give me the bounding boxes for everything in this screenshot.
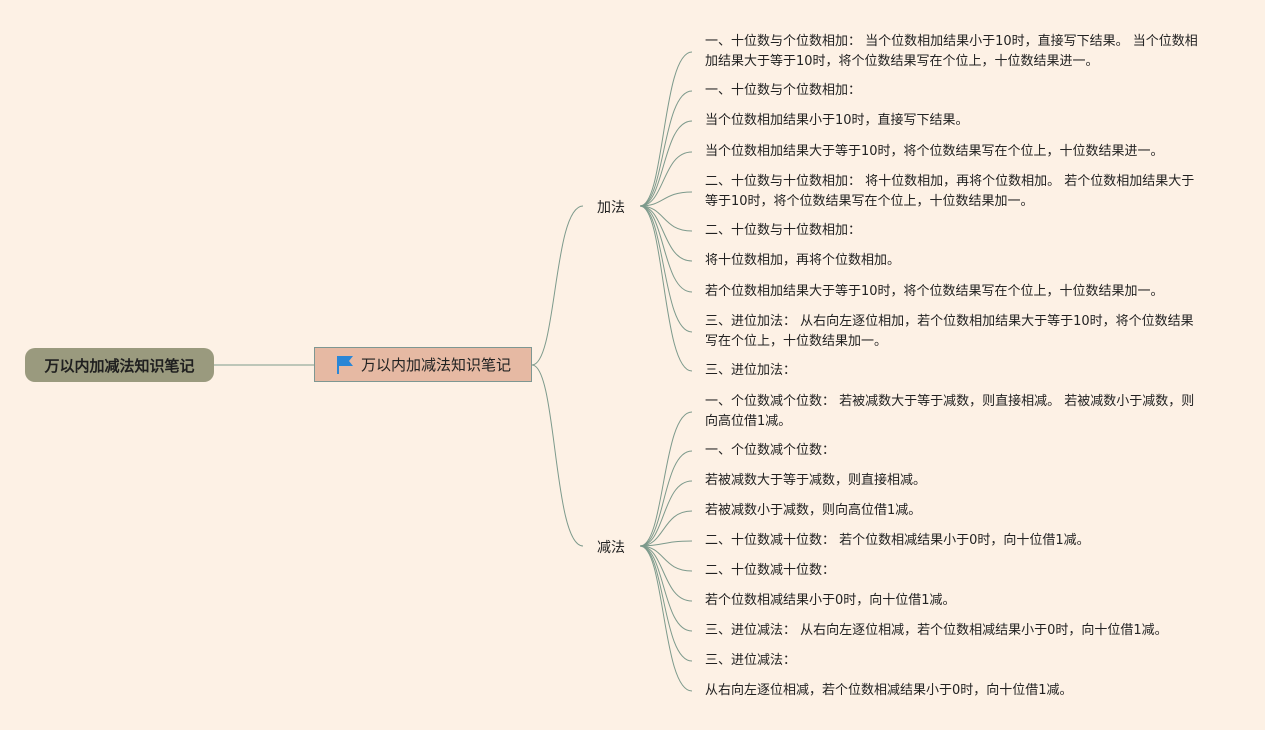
- branch-label: 加法: [597, 200, 625, 216]
- addition-leaf[interactable]: 一、十位数与个位数相加： 当个位数相加结果小于10时，直接写下结果。 当个位数相…: [705, 34, 1198, 69]
- subtraction-leaf[interactable]: 二、十位数减十位数：: [705, 563, 836, 578]
- addition-leaf[interactable]: 一、十位数与个位数相加：: [705, 83, 862, 98]
- branch-label: 减法: [597, 540, 625, 556]
- addition-leaf[interactable]: 二、十位数与十位数相加：: [705, 223, 862, 238]
- subtraction-leaf[interactable]: 一、个位数减个位数：: [705, 443, 836, 458]
- leaf-connector-line: [639, 151, 693, 207]
- leaf-connector-line: [639, 545, 693, 602]
- leaf-connector-line: [639, 120, 693, 207]
- leaf-connector-line: [639, 205, 693, 372]
- leaf-connector-line: [639, 545, 693, 692]
- subtraction-leaf[interactable]: 若个位数相减结果小于0时，向十位借1减。: [705, 593, 956, 608]
- leaf-connector-line: [639, 510, 693, 547]
- leaf-connector-line: [639, 480, 693, 547]
- root-node-label: 万以内加减法知识笔记: [44, 356, 195, 375]
- leaf-connector-line: [639, 540, 693, 547]
- leaf-connector-line: [639, 51, 693, 207]
- leaf-connector-line: [639, 205, 693, 293]
- leaf-connector-line: [639, 205, 693, 262]
- branch-connector-line: [531, 364, 584, 547]
- center-topic-node[interactable]: 万以内加减法知识笔记: [314, 347, 532, 382]
- addition-leaf[interactable]: 三、进位加法： 从右向左逐位相加，若个位数相加结果大于等于10时，将个位数结果写…: [705, 314, 1194, 349]
- addition-leaf[interactable]: 当个位数相加结果小于10时，直接写下结果。: [705, 113, 969, 128]
- addition-leaf[interactable]: 二、十位数与十位数相加： 将十位数相加，再将个位数相加。 若个位数相加结果大于等…: [705, 174, 1195, 209]
- leaf-connector-line: [639, 205, 693, 333]
- leaf-connector-line: [639, 545, 693, 572]
- branch-subtraction[interactable]: 减法: [597, 537, 625, 557]
- subtraction-leaf[interactable]: 三、进位减法：: [705, 653, 797, 668]
- branch-connector-line: [531, 205, 584, 366]
- subtraction-leaf[interactable]: 若被减数小于减数，则向高位借1减。: [705, 503, 922, 518]
- subtraction-leaf[interactable]: 三、进位减法： 从右向左逐位相减，若个位数相减结果小于0时，向十位借1减。: [705, 623, 1168, 638]
- subtraction-leaf[interactable]: 若被减数大于等于减数，则直接相减。: [705, 473, 927, 488]
- root-node[interactable]: 万以内加减法知识笔记: [25, 348, 214, 382]
- leaf-connector-line: [639, 545, 693, 632]
- leaf-connector-line: [639, 205, 693, 232]
- center-topic-label: 万以内加减法知识笔记: [360, 356, 511, 374]
- leaf-connector-line: [639, 450, 693, 547]
- leaf-connector-line: [639, 411, 693, 547]
- branch-addition[interactable]: 加法: [597, 197, 625, 217]
- subtraction-leaf[interactable]: 从右向左逐位相减，若个位数相减结果小于0时，向十位借1减。: [705, 683, 1073, 698]
- addition-leaf[interactable]: 三、进位加法：: [705, 363, 797, 378]
- flag-icon: [336, 355, 353, 374]
- subtraction-leaf[interactable]: 二、十位数减十位数： 若个位数相减结果小于0时，向十位借1减。: [705, 533, 1090, 548]
- leaf-connector-line: [639, 90, 693, 207]
- addition-leaf[interactable]: 当个位数相加结果大于等于10时，将个位数结果写在个位上，十位数结果进一。: [705, 144, 1164, 159]
- leaf-connector-line: [639, 191, 693, 207]
- addition-leaf[interactable]: 将十位数相加，再将个位数相加。: [705, 253, 901, 268]
- leaf-connector-line: [639, 545, 693, 662]
- subtraction-leaf[interactable]: 一、个位数减个位数： 若被减数大于等于减数，则直接相减。 若被减数小于减数，则向…: [705, 394, 1195, 429]
- addition-leaf[interactable]: 若个位数相加结果大于等于10时，将个位数结果写在个位上，十位数结果加一。: [705, 284, 1164, 299]
